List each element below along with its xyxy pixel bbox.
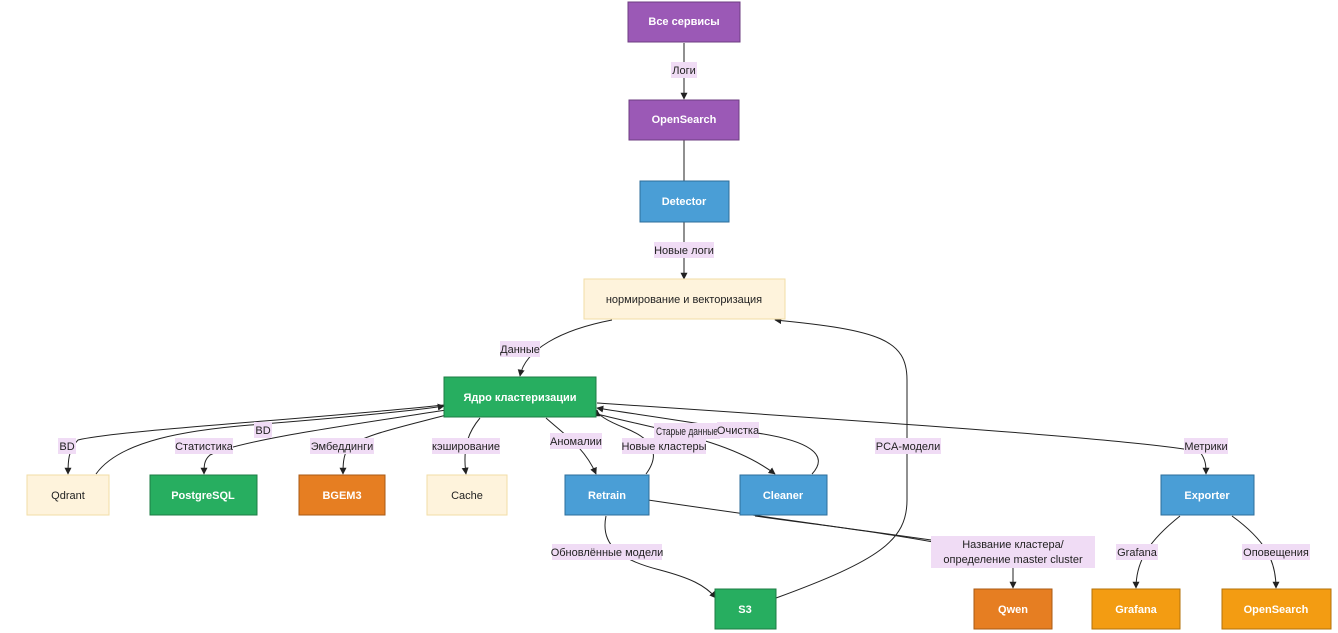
edge-core-to-postgresql (200, 409, 447, 475)
edge-label-embeddings: Эмбеддинги (311, 441, 374, 453)
node-label-postgresql: PostgreSQL (171, 490, 235, 502)
node-qwen[interactable]: Qwen (973, 588, 1053, 630)
node-opensearch-out[interactable]: OpenSearch (1221, 588, 1332, 630)
edge-core-to-exporter (596, 402, 1210, 475)
edge-label-cluster-name-1: Название кластера/ (962, 539, 1064, 551)
edge-label-logs: Логи (672, 65, 696, 77)
node-qdrant[interactable]: Qdrant (26, 474, 110, 516)
node-normalization[interactable]: нормирование и векторизация (583, 278, 786, 320)
edge-s3-to-normalization (774, 317, 908, 599)
node-s3[interactable]: S3 (714, 588, 777, 630)
node-label-detector: Detector (662, 196, 707, 208)
edge-label-cluster-name-2: определение master cluster (943, 554, 1083, 566)
node-label-all-services: Все сервисы (648, 16, 719, 28)
node-label-retrain: Retrain (588, 490, 626, 502)
edge-label-caching: кэширование (432, 441, 500, 453)
edge-label-updated-models: Обновлённые модели (551, 547, 664, 559)
node-detector[interactable]: Detector (639, 180, 730, 223)
node-label-grafana: Grafana (1115, 604, 1157, 616)
node-label-opensearch-in: OpenSearch (652, 114, 717, 126)
edge-labels: Логи Новые логи Данные BD BD Статистика … (58, 62, 1310, 568)
edge-label-new-logs: Новые логи (654, 245, 714, 257)
edge-qdrant-to-core (95, 403, 445, 475)
edge-label-grafana: Grafana (1117, 547, 1158, 559)
node-label-core: Ядро кластеризации (464, 392, 577, 404)
node-label-cache: Cache (451, 490, 483, 502)
node-core[interactable]: Ядро кластеризации (443, 376, 597, 418)
nodes: Все сервисы OpenSearch Detector нормиров… (26, 1, 1332, 630)
edge-normalization-to-core (517, 319, 613, 377)
edge-label-metrics: Метрики (1184, 441, 1227, 453)
node-label-normalization: нормирование и векторизация (606, 294, 762, 306)
edge-label-cleaning: Очистка (717, 425, 760, 437)
edge-label-pca-models: PCA-модели (876, 441, 940, 453)
node-exporter[interactable]: Exporter (1160, 474, 1255, 516)
node-bgem3[interactable]: BGEM3 (298, 474, 386, 516)
node-label-cleaner: Cleaner (763, 490, 804, 502)
node-cache[interactable]: Cache (426, 474, 508, 516)
node-grafana[interactable]: Grafana (1091, 588, 1181, 630)
edge-label-bd-2: BD (255, 425, 270, 437)
node-opensearch-in[interactable]: OpenSearch (628, 99, 740, 141)
node-cleaner[interactable]: Cleaner (739, 474, 828, 516)
node-label-qdrant: Qdrant (51, 490, 85, 502)
edge-core-to-qdrant (64, 404, 445, 475)
edge-label-new-clusters: Новые кластеры (621, 441, 706, 453)
edge-label-anomalies: Аномалии (550, 436, 602, 448)
node-label-bgem3: BGEM3 (322, 490, 361, 502)
edge-label-bd-1: BD (59, 441, 74, 453)
node-label-qwen: Qwen (998, 604, 1028, 616)
node-all-services[interactable]: Все сервисы (627, 1, 741, 43)
edge-label-alerts: Оповещения (1243, 547, 1309, 559)
node-postgresql[interactable]: PostgreSQL (149, 474, 258, 516)
edge-label-data: Данные (500, 344, 540, 356)
node-label-s3: S3 (738, 604, 751, 616)
edge-label-statistics: Статистика (175, 441, 234, 453)
node-label-exporter: Exporter (1184, 490, 1230, 502)
edge-retrain-to-s3 (604, 515, 717, 599)
node-retrain[interactable]: Retrain (564, 474, 650, 516)
edge-label-old-data: Старые данные (656, 426, 718, 438)
node-label-opensearch-out: OpenSearch (1244, 604, 1309, 616)
